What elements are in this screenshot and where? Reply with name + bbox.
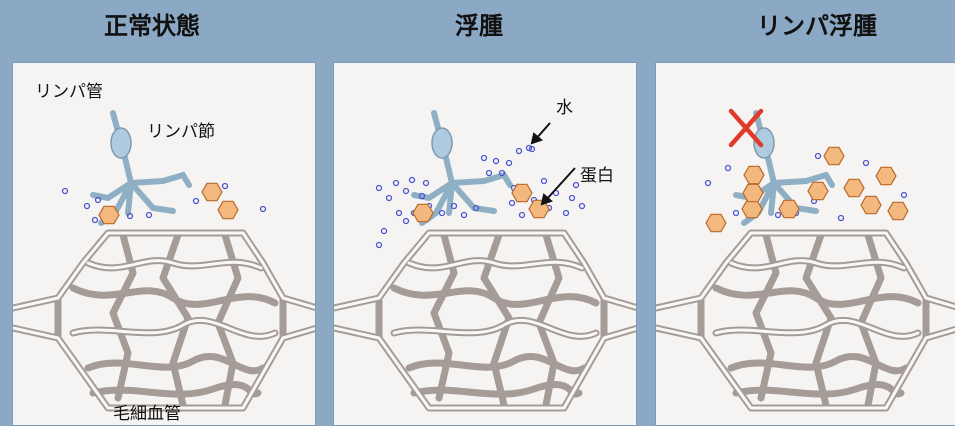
- title-edema: 浮腫: [455, 12, 503, 40]
- water-molecules: [61, 182, 267, 224]
- panel-normal: リンパ管 リンパ節 毛細血管: [12, 62, 316, 426]
- capillary-network: [334, 229, 636, 412]
- arrow-water: [530, 122, 551, 145]
- edema-illustration: [334, 110, 636, 412]
- capillary-network: [656, 229, 955, 412]
- panel-lymphedema: [655, 62, 955, 426]
- arrow-protein: [540, 167, 576, 206]
- title-normal: 正常状態: [104, 12, 200, 40]
- lymph-node: [431, 127, 453, 159]
- title-bar: 正常状態 浮腫 リンパ浮腫: [0, 0, 955, 50]
- label-protein: 蛋白: [580, 166, 614, 186]
- proteins: [705, 146, 909, 233]
- title-lymphedema: リンパ浮腫: [757, 12, 877, 40]
- proteins: [98, 182, 239, 225]
- normal-illustration: [13, 110, 315, 412]
- lymph-node: [753, 127, 775, 159]
- blocked-x-icon: [728, 108, 764, 148]
- label-water: 水: [556, 98, 573, 118]
- lymph-node: [110, 127, 132, 159]
- label-lymph-vessel: リンパ管: [35, 82, 103, 102]
- label-lymph-node: リンパ節: [147, 122, 215, 142]
- panel-edema: 水 蛋白: [333, 62, 637, 426]
- capillary-inner: [13, 231, 315, 410]
- capillary-inner: [334, 231, 636, 410]
- capillary-inner: [656, 231, 955, 410]
- capillary-network: [13, 229, 315, 412]
- label-capillary: 毛細血管: [113, 404, 181, 424]
- lymphedema-illustration: [656, 108, 955, 412]
